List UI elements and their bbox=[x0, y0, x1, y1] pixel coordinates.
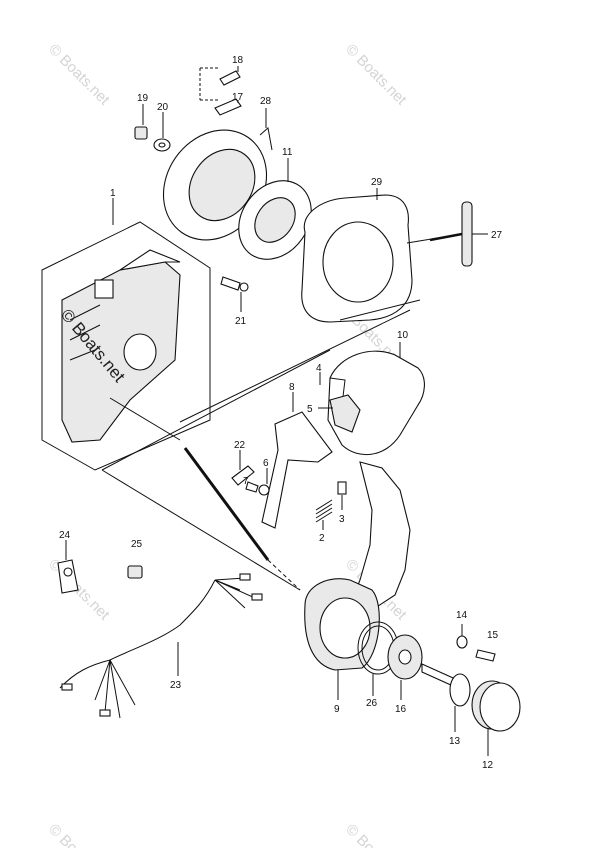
part-28-plate bbox=[162, 127, 273, 241]
part-5-clip bbox=[329, 394, 361, 433]
part-27-strip bbox=[406, 201, 488, 267]
cable-line bbox=[183, 447, 301, 591]
part-label: 16 bbox=[395, 704, 407, 715]
part-11-gear bbox=[238, 180, 312, 260]
part-14-washer bbox=[456, 635, 468, 649]
part-label: 23 bbox=[170, 680, 182, 691]
nut-washer bbox=[134, 126, 171, 152]
part-label: 19 bbox=[137, 93, 149, 104]
watermark-text: © Boats.net bbox=[342, 821, 410, 848]
part-label: 5 bbox=[307, 404, 313, 415]
part-23-harness bbox=[59, 573, 263, 719]
part-labels: 1 2 3 4 5 6 7 8 9 10 11 12 13 14 15 16 1… bbox=[59, 55, 503, 771]
part-12-knob bbox=[471, 680, 521, 732]
part-label: 4 bbox=[316, 363, 322, 374]
part-label: 12 bbox=[482, 760, 494, 771]
part-label: 7 bbox=[243, 476, 249, 487]
part-8-lever bbox=[261, 411, 333, 529]
part-label: 22 bbox=[234, 440, 246, 451]
part-16-disc bbox=[387, 634, 423, 680]
part-29-gasket bbox=[301, 194, 421, 323]
part-label: 27 bbox=[491, 230, 503, 241]
part-label: 15 bbox=[487, 630, 499, 641]
lower-bracket bbox=[101, 309, 411, 591]
part-label: 11 bbox=[282, 147, 293, 158]
part-label: 26 bbox=[366, 698, 378, 709]
part-label: 9 bbox=[334, 704, 340, 715]
part-13-shaft bbox=[421, 663, 471, 707]
part-label: 29 bbox=[371, 177, 383, 188]
part-label: 10 bbox=[397, 330, 409, 341]
watermark-text: © Boats.net bbox=[342, 41, 410, 109]
part-label: 18 bbox=[232, 55, 244, 66]
part-label: 2 bbox=[319, 533, 325, 544]
spring-pin bbox=[315, 481, 347, 523]
watermark-text: © Boats.net bbox=[45, 821, 113, 848]
screw-parts bbox=[214, 70, 249, 292]
part-label: 28 bbox=[260, 96, 272, 107]
part-1-housing bbox=[41, 221, 211, 471]
part-label: 25 bbox=[131, 539, 143, 550]
small-hardware bbox=[231, 465, 270, 496]
part-label: 20 bbox=[157, 102, 169, 113]
part-label: 13 bbox=[449, 736, 461, 747]
part-25-clip bbox=[127, 565, 143, 579]
part-label: 14 bbox=[456, 610, 468, 621]
part-9-arm bbox=[304, 461, 411, 671]
part-label: 17 bbox=[232, 92, 244, 103]
part-label: 3 bbox=[339, 514, 345, 525]
part-label: 6 bbox=[263, 458, 269, 469]
watermark-text: © Boats.net bbox=[45, 41, 113, 109]
part-15-screw bbox=[475, 649, 496, 662]
part-label: 24 bbox=[59, 530, 71, 541]
bracket-lines bbox=[199, 67, 218, 101]
part-24-bracket bbox=[57, 559, 79, 594]
part-label: 1 bbox=[110, 188, 116, 199]
leader-lines bbox=[65, 66, 489, 756]
part-label: 21 bbox=[235, 316, 247, 327]
watermark-text: © Boats.net bbox=[45, 556, 113, 624]
part-label: 8 bbox=[289, 382, 295, 393]
